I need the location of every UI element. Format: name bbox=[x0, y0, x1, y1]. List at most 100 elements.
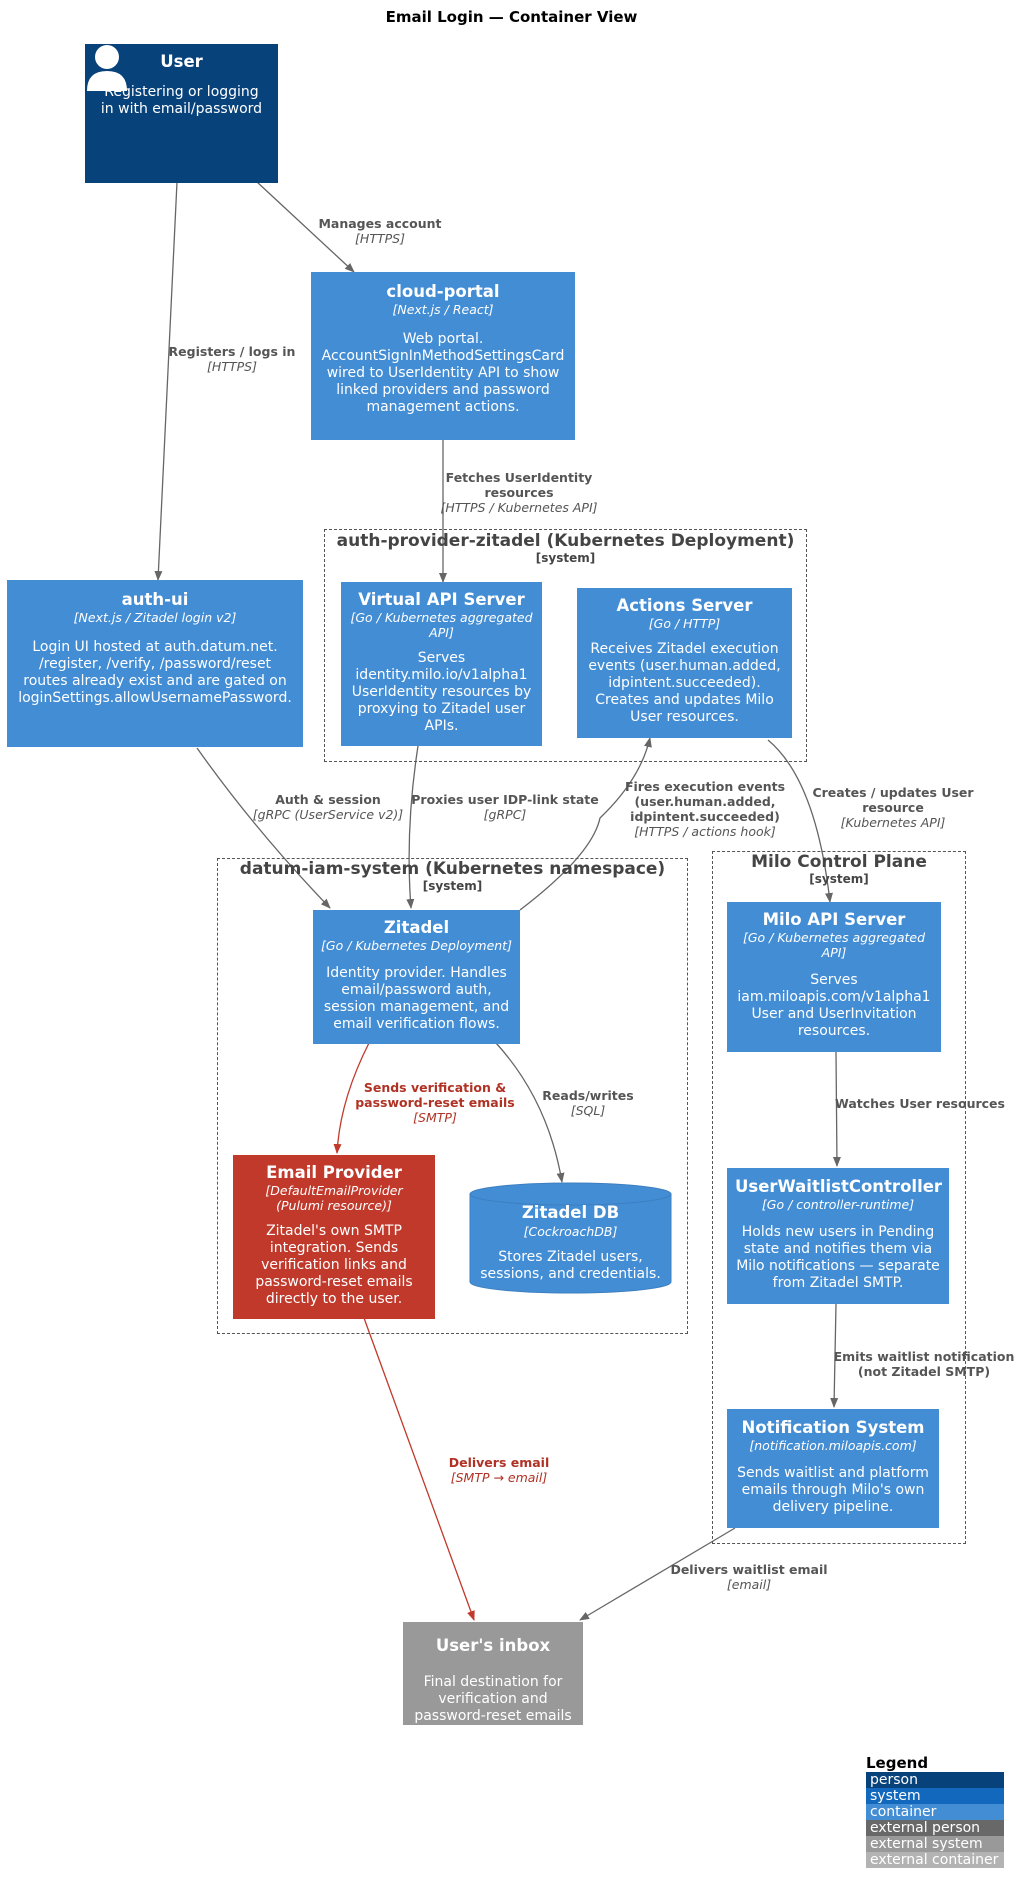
node-description: Zitadel's own SMTP integration. Sends ve… bbox=[255, 1223, 413, 1307]
boundary-milo bbox=[712, 851, 966, 1544]
edge-label-reads-writes: Reads/writes [SQL] bbox=[538, 1088, 638, 1118]
boundary-datum-iam-label: datum-iam-system (Kubernetes namespace) … bbox=[217, 860, 688, 894]
boundary-name: auth-provider-zitadel (Kubernetes Deploy… bbox=[336, 531, 795, 551]
edge-protocol: [email] bbox=[726, 1577, 772, 1592]
node-description: Serves iam.miloapis.com/v1alpha1 User an… bbox=[737, 972, 931, 1039]
edge-label-watches-users: Watches User resources bbox=[832, 1096, 1008, 1111]
edge-description: Delivers email bbox=[448, 1455, 550, 1470]
boundary-milo-label: Milo Control Plane [system] bbox=[712, 853, 966, 887]
edge-proxies-idp bbox=[406, 745, 419, 909]
edge-description: Fetches UserIdentity resources bbox=[445, 470, 593, 500]
boundary-auth-provider bbox=[324, 529, 807, 762]
node-user[interactable]: User Registering or logging in with emai… bbox=[85, 44, 278, 183]
node-technology: [Go / Kubernetes Deployment] bbox=[321, 938, 512, 953]
node-technology: [Go / Kubernetes aggregated API] bbox=[350, 610, 533, 640]
node-name: UserWaitlistController bbox=[735, 1177, 943, 1196]
node-name: cloud-portal bbox=[386, 282, 500, 301]
edge-fires-events bbox=[519, 737, 652, 911]
edge-description: Registers / logs in bbox=[168, 344, 296, 359]
legend: Legend person system container external … bbox=[866, 1754, 1004, 1868]
edge-protocol: [HTTPS] bbox=[355, 231, 405, 246]
legend-item-external-system: external system bbox=[866, 1836, 1004, 1852]
node-name: User bbox=[160, 52, 203, 71]
node-email-provider[interactable]: Email Provider [DefaultEmailProvider (Pu… bbox=[233, 1155, 435, 1319]
edge-emits-waitlist bbox=[830, 1303, 839, 1408]
boundary-name: datum-iam-system (Kubernetes namespace) bbox=[239, 859, 666, 879]
edge-label-fires-events: Fires execution events (user.human.added… bbox=[620, 779, 790, 839]
node-description: Login UI hosted at auth.datum.net. /regi… bbox=[18, 639, 292, 706]
node-name: Virtual API Server bbox=[358, 590, 525, 609]
node-name: Zitadel bbox=[383, 918, 450, 937]
edge-description: Reads/writes bbox=[542, 1088, 634, 1103]
edge-description: Proxies user IDP-link state bbox=[411, 792, 599, 807]
edge-delivers-email bbox=[363, 1317, 475, 1621]
edge-label-manages-account: Manages account [HTTPS] bbox=[306, 216, 454, 246]
edge-label-creates-user: Creates / updates User resource [Kuberne… bbox=[808, 785, 978, 830]
edge-watches-users bbox=[832, 1051, 841, 1167]
edge-label-delivers-email: Delivers email [SMTP → email] bbox=[444, 1455, 554, 1485]
node-users-inbox[interactable]: User's inbox Final destination for verif… bbox=[403, 1622, 583, 1725]
edge-description: Fires execution events (user.human.added… bbox=[624, 779, 786, 824]
node-name: auth-ui bbox=[121, 590, 189, 609]
node-technology: [notification.miloapis.com] bbox=[749, 1438, 917, 1453]
edge-label-emits-waitlist: Emits waitlist notification (not Zitadel… bbox=[832, 1349, 1016, 1379]
node-technology: [Next.js / React] bbox=[392, 302, 494, 317]
node-zitadel[interactable]: Zitadel [Go / Kubernetes Deployment] Ide… bbox=[313, 910, 520, 1044]
node-technology: [CockroachDB] bbox=[523, 1224, 618, 1239]
legend-item-system: system bbox=[866, 1788, 1004, 1804]
edge-description: Sends verification & password-reset emai… bbox=[355, 1080, 515, 1110]
edge-sends-verification bbox=[333, 1042, 370, 1154]
node-description: Web portal. AccountSignInMethodSettingsC… bbox=[321, 331, 565, 415]
node-technology: [Next.js / Zitadel login v2] bbox=[73, 610, 237, 625]
edge-protocol: [Kubernetes API] bbox=[840, 815, 946, 830]
edge-manages-account bbox=[256, 181, 355, 273]
edge-description: Auth & session bbox=[275, 792, 381, 807]
node-notification-system[interactable]: Notification System [notification.miloap… bbox=[727, 1409, 939, 1528]
edge-description: Manages account bbox=[318, 216, 442, 231]
node-user-waitlist-controller[interactable]: UserWaitlistController [Go / controller-… bbox=[727, 1168, 949, 1304]
node-technology: [DefaultEmailProvider (Pulumi resource)] bbox=[265, 1183, 403, 1213]
boundary-type: [system] bbox=[809, 872, 869, 886]
boundary-type: [system] bbox=[422, 879, 483, 893]
edge-protocol: [SMTP] bbox=[413, 1110, 457, 1125]
node-actions-server[interactable]: Actions Server [Go / HTTP] Receives Zita… bbox=[577, 588, 792, 738]
legend-item-external-container: external container bbox=[866, 1852, 1004, 1868]
node-technology: [Go / Kubernetes aggregated API] bbox=[742, 930, 926, 960]
node-description: Sends waitlist and platform emails throu… bbox=[737, 1465, 929, 1515]
node-zitadel-db[interactable]: Zitadel DB [CockroachDB] Stores Zitadel … bbox=[469, 1182, 672, 1294]
node-name: Actions Server bbox=[616, 596, 753, 615]
edge-protocol: [HTTPS] bbox=[207, 359, 257, 374]
node-virtual-api-server[interactable]: Virtual API Server [Go / Kubernetes aggr… bbox=[341, 582, 542, 746]
node-name: Zitadel DB bbox=[521, 1203, 620, 1222]
node-name: Milo API Server bbox=[762, 910, 906, 929]
edge-protocol: [gRPC (UserService v2)] bbox=[252, 807, 404, 822]
edge-description: Creates / updates User resource bbox=[812, 785, 974, 815]
boundary-type: [system] bbox=[535, 551, 596, 565]
legend-item-container: container bbox=[866, 1804, 1004, 1820]
legend-item-person: person bbox=[866, 1772, 1004, 1788]
node-technology: [Go / controller-runtime] bbox=[761, 1197, 915, 1212]
edge-protocol: [HTTPS / Kubernetes API] bbox=[440, 500, 598, 515]
edge-delivers-waitlist bbox=[579, 1527, 736, 1621]
edge-protocol: [SMTP → email] bbox=[450, 1470, 548, 1485]
edge-registers bbox=[154, 181, 178, 581]
edge-auth-session bbox=[196, 747, 331, 909]
legend-title: Legend bbox=[866, 1754, 929, 1772]
edge-label-delivers-waitlist: Delivers waitlist email [email] bbox=[664, 1562, 834, 1592]
node-auth-ui[interactable]: auth-ui [Next.js / Zitadel login v2] Log… bbox=[7, 580, 303, 747]
edge-reads-writes bbox=[495, 1042, 565, 1183]
person-icon bbox=[87, 45, 127, 91]
edge-label-sends-verification: Sends verification & password-reset emai… bbox=[345, 1080, 525, 1125]
edge-description: Watches User resources bbox=[835, 1096, 1005, 1111]
edge-protocol: [SQL] bbox=[570, 1103, 606, 1118]
node-name: User's inbox bbox=[435, 1636, 551, 1655]
edge-label-auth-session: Auth & session [gRPC (UserService v2)] bbox=[245, 792, 411, 822]
legend-item-external-person: external person bbox=[866, 1820, 1004, 1836]
edge-description: Emits waitlist notification (not Zitadel… bbox=[833, 1349, 1015, 1379]
edge-label-proxies-idp: Proxies user IDP-link state [gRPC] bbox=[410, 792, 600, 822]
edge-label-fetches-identity: Fetches UserIdentity resources [HTTPS / … bbox=[438, 470, 600, 515]
edge-description: Delivers waitlist email bbox=[670, 1562, 828, 1577]
node-milo-api-server[interactable]: Milo API Server [Go / Kubernetes aggrega… bbox=[727, 902, 941, 1052]
node-cloud-portal[interactable]: cloud-portal [Next.js / React] Web porta… bbox=[311, 272, 575, 440]
